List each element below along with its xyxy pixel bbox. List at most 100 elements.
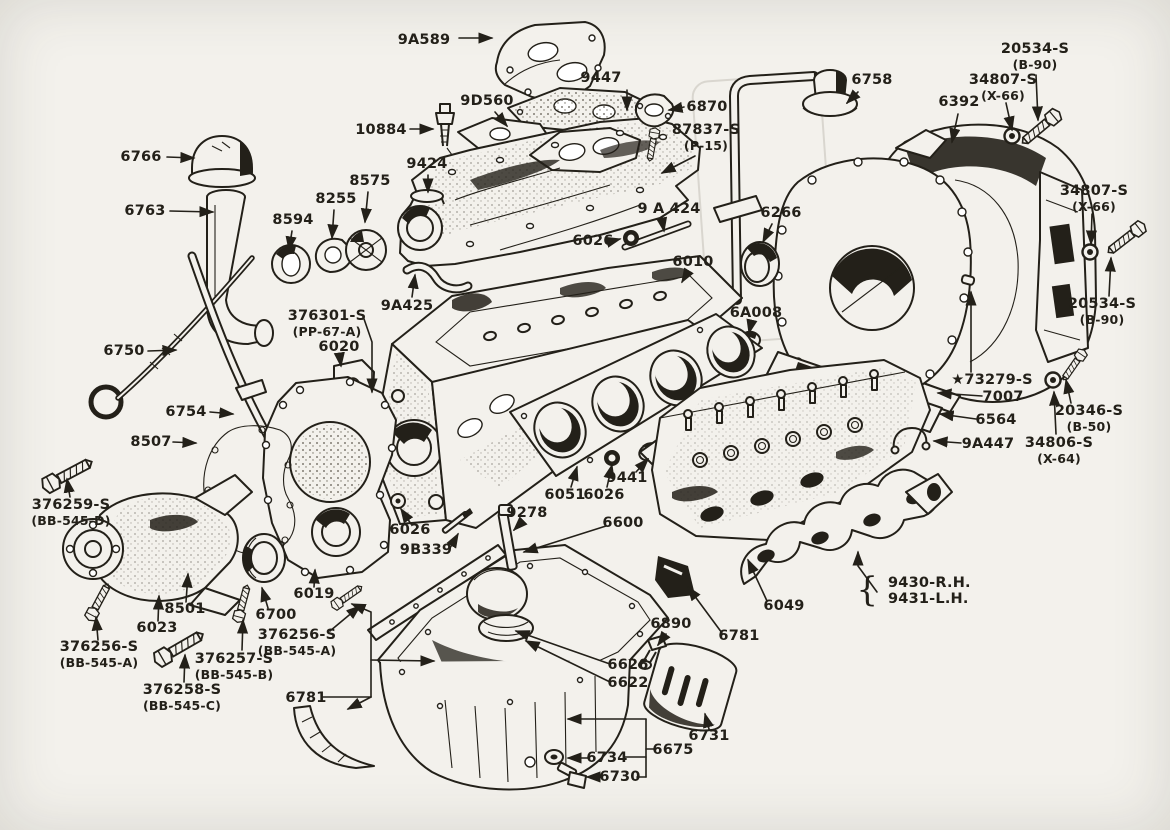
callout-8501: 8501	[164, 572, 205, 617]
leader-line	[400, 507, 414, 525]
leader-line	[1104, 256, 1116, 297]
callout-10884: 10884	[355, 122, 435, 138]
part-number-label: 6023	[136, 620, 177, 636]
part-number-label: ★73279-S	[951, 372, 1033, 388]
part-number-label: 6763	[124, 203, 165, 219]
leader-line	[346, 696, 372, 710]
part-number-label: 6781	[285, 690, 326, 706]
leader-line	[152, 594, 165, 622]
leader-line	[605, 236, 622, 248]
part-number-label: 6731	[688, 728, 729, 744]
part-number-label: 6026	[389, 522, 430, 538]
callout-376301-S: 376301-S(PP-67-A)	[288, 308, 378, 394]
leader-line	[657, 630, 671, 647]
part-number-label: (X-66)	[981, 88, 1025, 103]
part-number-label: 6A008	[730, 305, 783, 321]
callout-6781-left: 6781	[285, 603, 436, 710]
part-number-label: 20534-S	[1001, 41, 1069, 57]
leader-line	[493, 111, 509, 128]
seal-6266	[740, 241, 780, 287]
part-number-label: 6051	[544, 487, 585, 503]
oil-filler	[188, 135, 274, 347]
part-number-label: 6758	[851, 72, 892, 88]
vent-tube	[713, 69, 858, 305]
timing-cover-6019	[261, 376, 397, 579]
part-number-label: 9B339	[400, 542, 452, 558]
leader-line	[603, 463, 615, 488]
callout-8507: 8507	[130, 434, 198, 450]
part-number-label: 9A589	[398, 32, 451, 48]
callout-6049: 6049	[747, 558, 804, 614]
part-number-label: (X-64)	[1037, 451, 1081, 466]
callout-6051: 6051	[544, 465, 585, 503]
callout-20534-S-right: 20534-S(B-90)	[1068, 256, 1136, 327]
part-number-label: 8594	[272, 212, 313, 228]
part-number-label: 6026	[572, 233, 613, 249]
leader-line	[333, 351, 345, 368]
leader-line	[327, 209, 339, 240]
callout-34807-S-top: 34807-S(X-66)	[969, 72, 1037, 132]
part-number-label: 6019	[293, 586, 334, 602]
part-number-label: 376256-S	[258, 627, 337, 643]
leader-line	[852, 550, 878, 593]
leader-line	[1003, 102, 1015, 132]
leader-line	[703, 712, 714, 730]
callout-6600: 6600	[522, 515, 643, 554]
callout-6870: 6870	[667, 99, 727, 115]
leader-line	[681, 267, 694, 284]
part-number-label: (B-90)	[1013, 57, 1058, 72]
callout-9441: 9441	[606, 457, 650, 486]
callout-6622: 6622	[524, 640, 648, 691]
leader-line	[350, 603, 372, 698]
callout-6020: 6020	[318, 339, 359, 368]
leader-line	[932, 436, 962, 448]
part-number-label: 8255	[315, 191, 356, 207]
leader-line	[522, 525, 607, 554]
callout-9B339: 9B339	[400, 532, 459, 558]
callout-7007: 7007	[936, 388, 1023, 405]
part-number-label: 6730	[599, 769, 640, 785]
part-number-label: 34807-S	[1060, 183, 1128, 199]
leader-line	[362, 315, 378, 394]
part-number-label: (BB-545-A)	[258, 643, 337, 658]
part-number-label: 6754	[165, 404, 206, 420]
leader-line	[178, 653, 191, 683]
washer-34806	[1044, 371, 1062, 389]
callout-9447: 9447	[580, 70, 633, 112]
thermostat-cluster	[271, 229, 387, 284]
leader-line	[209, 407, 235, 419]
leader-line	[1063, 378, 1075, 404]
part-number-label: (B-90)	[1080, 312, 1125, 327]
leader-line	[169, 206, 215, 218]
leader-line	[360, 191, 372, 224]
head-gasket-6051	[509, 313, 763, 477]
dipstick-6750	[88, 255, 255, 420]
rear-plate-7007	[772, 157, 976, 405]
gasket-6870	[635, 93, 675, 128]
callout-6781-right: 6781	[687, 585, 759, 644]
bypass-hose-9A425	[402, 261, 473, 294]
part-number-label: 9278	[506, 505, 547, 521]
leader-line	[370, 655, 436, 667]
bolt-376259	[38, 453, 97, 496]
callout-6758: 6758	[845, 72, 892, 105]
front-arc-seal-6781	[293, 705, 375, 769]
leader-line	[845, 89, 861, 105]
callout-6019: 6019	[293, 568, 334, 602]
part-number-label: 6766	[120, 149, 161, 165]
callout-34807-S-right: 34807-S(X-66)	[1060, 183, 1128, 246]
part-number-label: 9430-R.H.	[888, 575, 971, 591]
leader-line	[660, 155, 696, 174]
leader-line	[936, 388, 983, 400]
leader-line	[181, 572, 193, 603]
callout-6A008: 6A008	[730, 305, 783, 335]
part-number-label: (B-50)	[1067, 419, 1112, 434]
part-number-label: 376301-S	[288, 308, 367, 324]
callout-8255: 8255	[315, 191, 356, 240]
callout-6730: 6730	[585, 769, 640, 785]
callout-6392: 6392	[938, 94, 979, 144]
part-number-label: 6781	[718, 628, 759, 644]
rear-seal-6781	[655, 556, 695, 598]
callout-6026-pump: 6026	[389, 507, 430, 538]
